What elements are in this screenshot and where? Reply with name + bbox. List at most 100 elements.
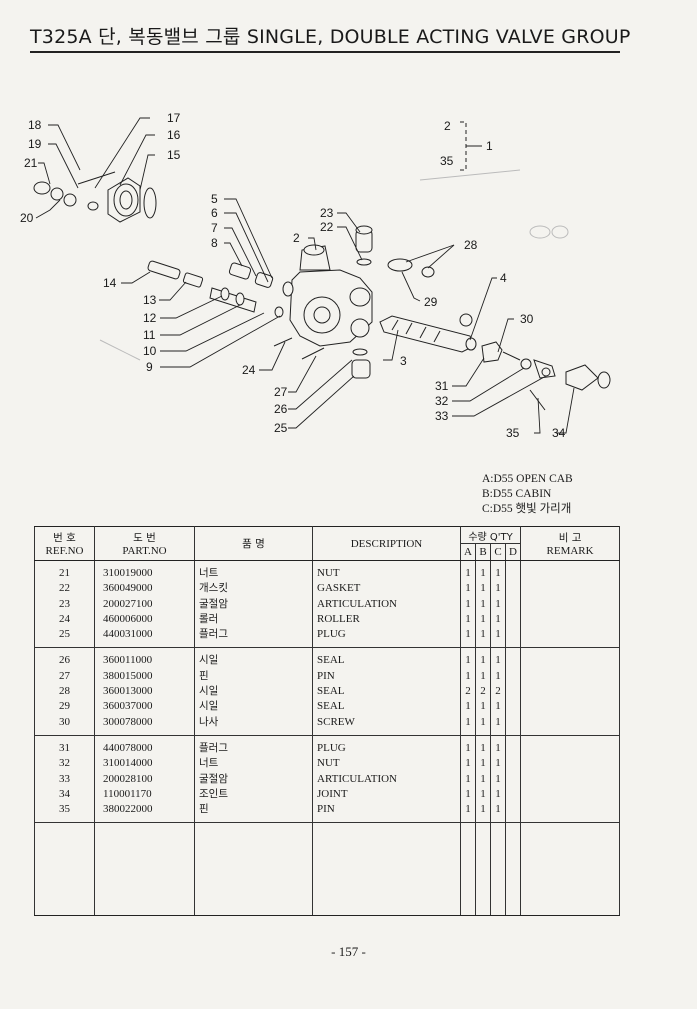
row-qty-a: 1	[460, 699, 476, 715]
row-qty-b: 1	[475, 627, 491, 643]
callout-9: 9	[146, 360, 153, 374]
empty-cell	[460, 822, 476, 917]
callout-7: 7	[211, 221, 218, 235]
row-qty-c: 1	[490, 786, 506, 803]
row-ref: 23	[34, 596, 95, 612]
callout-34: 34	[552, 426, 566, 440]
row-part-no: 360013000	[94, 684, 195, 700]
row-ref: 31	[34, 740, 95, 757]
spacer-cell	[520, 642, 621, 649]
callout-31: 31	[435, 379, 449, 393]
col-ref-ko: 번 호	[53, 532, 76, 544]
col-remark-en: REMARK	[546, 545, 594, 557]
model-notes: A:D55 OPEN CAB B:D55 CABIN C:D55 햇빛 가리개	[482, 472, 573, 517]
row-ref: 30	[34, 714, 95, 730]
col-ref-en: REF.NO	[45, 545, 84, 557]
row-qty-a: 1	[460, 566, 476, 582]
row-part-no: 360011000	[94, 653, 195, 669]
row-qty-d	[504, 627, 522, 643]
row-korean-name: 시일	[194, 699, 313, 715]
callout-6: 6	[211, 206, 218, 220]
row-part-no: 200027100	[94, 596, 195, 612]
exploded-parts-diagram: 18 17 16 15 19 21 20 5 6 7 8 14 13 12 11…	[0, 60, 697, 470]
callout-32: 32	[435, 394, 449, 408]
row-description: GASKET	[312, 581, 461, 597]
row-qty-c: 1	[490, 756, 506, 772]
row-qty-a: 1	[460, 771, 476, 787]
row-qty-c: 1	[490, 802, 506, 818]
callout-11: 11	[143, 328, 156, 342]
col-kor-name: 품 명	[194, 526, 313, 561]
row-ref: 35	[34, 802, 95, 818]
row-qty-a: 1	[460, 627, 476, 643]
row-qty-c: 1	[490, 668, 506, 685]
row-qty-b: 1	[475, 668, 491, 685]
callout-25: 25	[274, 421, 288, 435]
spacer-cell	[520, 647, 621, 654]
callout-24: 24	[242, 363, 256, 377]
table-spacer-row	[34, 817, 621, 824]
row-qty-d	[504, 653, 522, 669]
row-remark	[520, 611, 621, 628]
col-qty-a: A	[460, 543, 476, 561]
callout-20: 20	[20, 211, 34, 225]
row-description: NUT	[312, 566, 461, 582]
row-qty-b: 1	[475, 596, 491, 612]
note-a: A:D55 OPEN CAB	[482, 473, 573, 485]
row-korean-name: 조인트	[194, 786, 313, 803]
spacer-cell	[504, 560, 522, 566]
col-part-ko: 도 번	[133, 532, 156, 544]
callout-labels: 18 17 16 15 19 21 20 5 6 7 8 14 13 12 11…	[20, 111, 566, 440]
callout-13: 13	[143, 293, 157, 307]
table-spacer-row	[34, 560, 621, 566]
callout-26: 26	[274, 402, 288, 416]
row-korean-name: 나사	[194, 714, 313, 730]
callout-35-top: 35	[440, 154, 454, 168]
spacer-cell	[504, 729, 522, 736]
row-description: ARTICULATION	[312, 596, 461, 612]
row-qty-a: 1	[460, 756, 476, 772]
row-remark	[520, 714, 621, 730]
faint-ghost-parts	[99, 169, 569, 361]
row-part-no: 440031000	[94, 627, 195, 643]
callout-17: 17	[167, 111, 181, 125]
row-remark	[520, 786, 621, 803]
row-ref: 33	[34, 771, 95, 787]
row-qty-a: 1	[460, 740, 476, 757]
row-korean-name: 플러그	[194, 627, 313, 643]
callout-21: 21	[24, 156, 38, 170]
spacer-cell	[520, 735, 621, 741]
row-qty-c: 1	[490, 714, 506, 730]
row-ref: 25	[34, 627, 95, 643]
row-remark	[520, 740, 621, 757]
left-internals	[147, 260, 371, 379]
note-b: B:D55 CABIN	[482, 488, 552, 500]
row-remark	[520, 627, 621, 643]
spacer-cell	[504, 642, 522, 649]
callout-4: 4	[500, 271, 507, 285]
callout-19: 19	[28, 137, 42, 151]
valve-body	[289, 244, 373, 347]
col-qty: 수량 Q'TY	[459, 526, 522, 544]
row-qty-a: 1	[460, 714, 476, 730]
row-ref: 26	[34, 653, 95, 669]
table-spacer-row	[34, 729, 621, 736]
empty-cell	[94, 822, 195, 917]
col-remark-ko: 비 고	[558, 532, 582, 544]
row-ref: 27	[34, 668, 95, 685]
row-korean-name: 굴절암	[194, 771, 313, 787]
row-qty-d	[504, 786, 522, 803]
col-ref: 번 호 REF.NO	[34, 526, 95, 561]
table-empty-row	[34, 822, 621, 917]
row-qty-d	[504, 611, 522, 628]
